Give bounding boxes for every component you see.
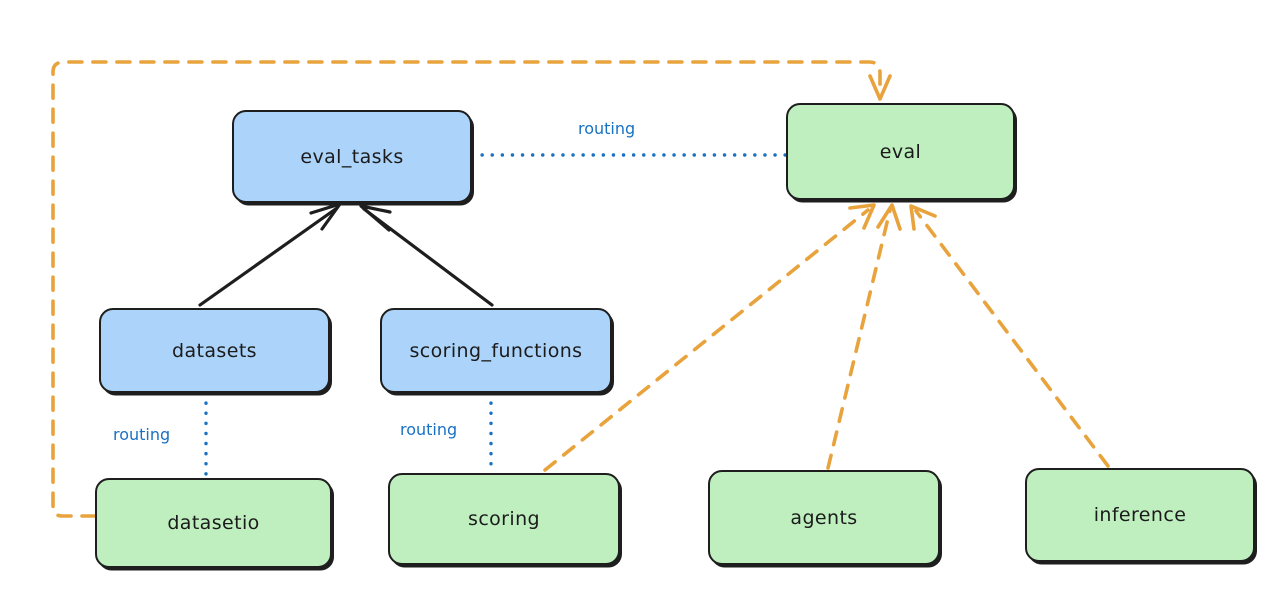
node-label: datasets xyxy=(172,339,257,362)
edge-scoring_functions-to-eval_tasks xyxy=(359,204,494,307)
node-label: agents xyxy=(790,506,858,529)
node-label: eval xyxy=(879,140,922,163)
edge-inference-to-eval xyxy=(909,204,1110,468)
edge-label-routing-datasets-datasetio: routing xyxy=(113,425,171,444)
node-eval[interactable]: eval xyxy=(786,103,1015,200)
node-datasetio[interactable]: datasetio xyxy=(95,478,332,568)
node-label: inference xyxy=(1093,504,1187,526)
edge-agents-to-eval xyxy=(826,203,902,470)
edge-datasets-to-eval_tasks xyxy=(198,202,342,307)
edge-label-routing-eval-tasks-eval: routing xyxy=(578,119,636,138)
node-inference[interactable]: inference xyxy=(1025,468,1255,562)
node-scoring[interactable]: scoring xyxy=(388,473,620,565)
node-label: scoring xyxy=(468,508,540,530)
node-agents[interactable]: agents xyxy=(708,470,940,565)
edge-datasetio-to-eval xyxy=(51,60,892,518)
node-eval-tasks[interactable]: eval_tasks xyxy=(232,110,472,203)
edge-label-routing-scoring-functions-scoring: routing xyxy=(400,420,458,439)
edge-scoring-to-eval xyxy=(543,203,876,472)
node-label: datasetio xyxy=(167,512,260,534)
node-scoring-functions[interactable]: scoring_functions xyxy=(380,308,612,393)
node-datasets[interactable]: datasets xyxy=(99,308,330,393)
node-label: eval_tasks xyxy=(300,145,404,168)
node-label: scoring_functions xyxy=(409,339,583,362)
